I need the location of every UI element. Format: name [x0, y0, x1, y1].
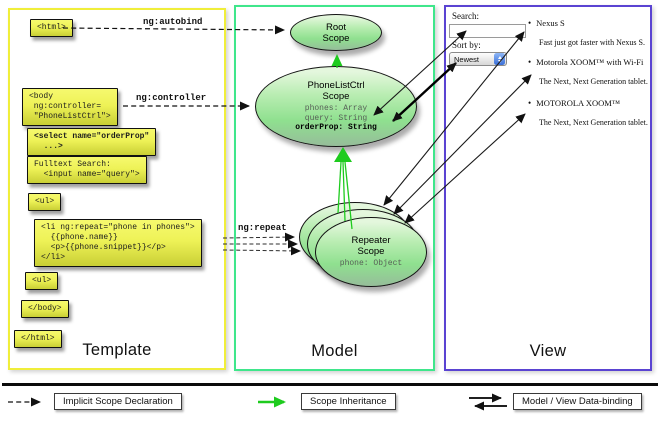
- code-box-html-open: <html>: [30, 19, 73, 37]
- code-box-body-close: </body>: [21, 300, 69, 318]
- legend-databinding: Model / View Data-binding: [513, 393, 642, 410]
- root-scope-ellipse: Root Scope: [290, 14, 382, 51]
- bullet-icon: [528, 13, 536, 30]
- legend-implicit-scope: Implicit Scope Declaration: [54, 393, 182, 410]
- sort-select-value: Newest: [454, 54, 480, 64]
- search-input[interactable]: [449, 24, 526, 38]
- legend-scope-inheritance: Scope Inheritance: [301, 393, 396, 410]
- root-scope-title: Root Scope: [322, 21, 350, 44]
- phonelistctrl-scope-ellipse: PhoneListCtrl Scope phones: Array query:…: [255, 66, 417, 147]
- legend-separator-line: [2, 383, 658, 386]
- code-box-select: <select name="orderProp" ...>: [27, 128, 157, 156]
- template-panel-label: Template: [82, 341, 152, 359]
- list-item: Motorola XOOM™ with Wi-Fi The Next, Next…: [528, 52, 648, 86]
- list-item-title: Motorola XOOM™ with Wi-Fi: [536, 57, 644, 67]
- list-item-desc: The Next, Next Generation tablet.: [539, 118, 648, 127]
- code-box-ul-close: <ul>: [25, 272, 59, 290]
- code-box-body-open: <body ng:controller= "PhoneListCtrl">: [22, 88, 118, 126]
- repeater-scope-ellipse-front: Repeater Scope phone: Object: [315, 217, 427, 287]
- ng-repeat-label: ng:repeat: [238, 223, 287, 233]
- view-panel-label: View: [529, 342, 567, 360]
- bullet-icon: [528, 52, 536, 69]
- list-item-desc: Fast just got faster with Nexus S.: [539, 38, 645, 47]
- sort-by-label: Sort by:: [452, 40, 481, 50]
- code-box-fulltext: Fulltext Search: <input name="query">: [27, 156, 147, 184]
- list-item-title: Nexus S: [536, 18, 565, 28]
- list-item: Nexus S Fast just got faster with Nexus …: [528, 13, 645, 47]
- ng-autobind-label: ng:autobind: [143, 17, 203, 27]
- bullet-icon: [528, 93, 536, 110]
- model-panel: Model: [234, 5, 435, 371]
- code-box-html-close: </html>: [14, 330, 62, 348]
- ng-controller-label: ng:controller: [136, 93, 207, 103]
- phonelistctrl-scope-title: PhoneListCtrl Scope: [307, 80, 365, 103]
- repeater-scope-prop: phone: Object: [339, 259, 403, 269]
- select-stepper-icon: [494, 53, 505, 65]
- phonelistctrl-scope-orderprop: orderProp: String: [295, 123, 377, 133]
- list-item: MOTOROLA XOOM™ The Next, Next Generation…: [528, 93, 648, 127]
- model-panel-label: Model: [311, 342, 358, 360]
- sort-select[interactable]: Newest: [449, 52, 507, 66]
- list-item-title: MOTOROLA XOOM™: [536, 98, 621, 108]
- repeater-scope-title: Repeater Scope: [351, 235, 391, 258]
- search-label: Search:: [452, 11, 479, 21]
- code-box-li-repeat: <li ng:repeat="phone in phones"> {{phone…: [34, 219, 202, 267]
- list-item-desc: The Next, Next Generation tablet.: [539, 77, 648, 86]
- phonelistctrl-scope-props: phones: Array query: String: [304, 104, 368, 123]
- code-box-ul-open: <ul>: [28, 193, 62, 211]
